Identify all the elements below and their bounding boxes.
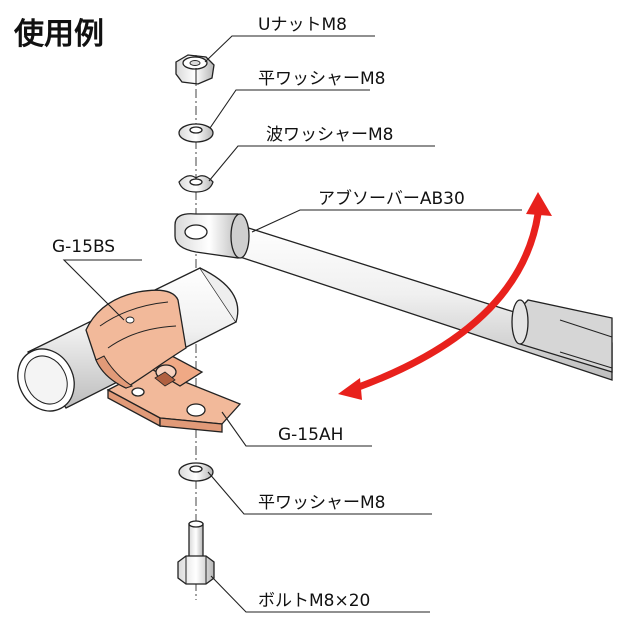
rotation-arrow — [338, 192, 552, 400]
flat-washer-top — [178, 123, 214, 143]
label-bolt: ボルトM8×20 — [258, 591, 370, 611]
label-absorber: アブソーバーAB30 — [318, 188, 465, 209]
label-flat-washer-bottom: 平ワッシャーM8 — [258, 493, 385, 513]
page-title: 使用例 — [13, 17, 104, 52]
flat-washer-bottom — [178, 462, 214, 482]
bolt-m8x20 — [177, 520, 215, 585]
label-flat-washer-top: 平ワッシャーM8 — [258, 69, 385, 89]
label-u-nut: UナットM8 — [258, 15, 347, 35]
u-nut-m8 — [175, 54, 215, 85]
clamp-g15bs — [85, 289, 187, 389]
label-wave-washer: 波ワッシャーM8 — [266, 125, 393, 145]
wave-washer — [178, 175, 214, 193]
bracket-g15ah — [106, 355, 242, 433]
label-g15bs: G-15BS — [52, 237, 115, 257]
label-g15ah: G-15AH — [278, 425, 343, 445]
absorber-ab30 — [174, 213, 613, 381]
leader-lines — [62, 35, 522, 613]
